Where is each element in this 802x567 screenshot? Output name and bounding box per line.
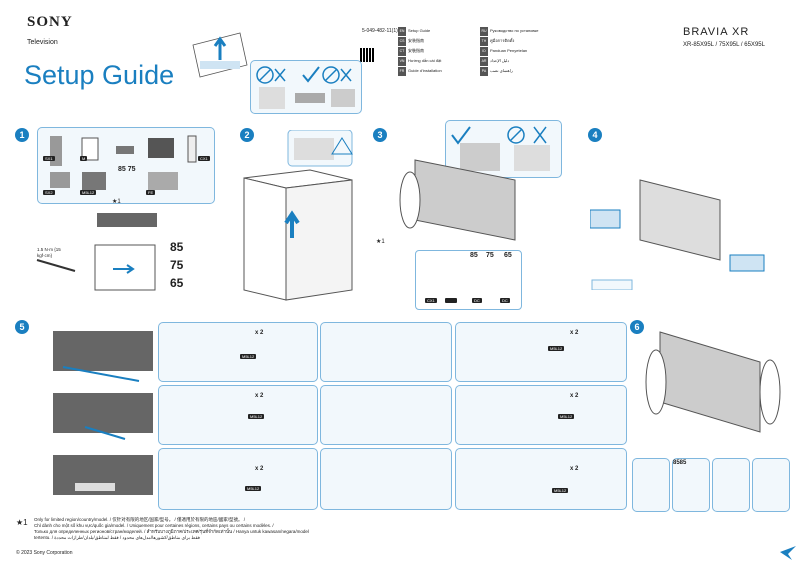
soundbar-illustration	[36, 213, 157, 291]
step5-row1-left	[158, 322, 318, 382]
screw-label-3: M5L12	[248, 414, 265, 419]
size-85: 85	[170, 240, 184, 254]
step4-stand-removal	[590, 179, 765, 290]
step6-tv-upright	[645, 331, 781, 433]
step5-row1-center	[320, 322, 452, 382]
step3-label-dc-1: DC	[472, 298, 482, 303]
step6-detail-3	[712, 458, 750, 512]
footnote-mark: ★1	[16, 518, 28, 527]
size-75: 75	[170, 258, 184, 272]
step6-size-label: 8585	[673, 460, 687, 466]
footnote-mark-step3: ★1	[376, 239, 385, 245]
step5-row3-right	[455, 448, 627, 510]
step6-detail-1	[632, 458, 670, 512]
label-sx2: SX2	[43, 190, 55, 195]
label-m5l12: M5L12	[80, 190, 97, 195]
step-3-badge: 3	[373, 128, 387, 142]
multiplier-2: x 2	[570, 330, 579, 336]
step-6-badge: 6	[630, 320, 644, 334]
step5-row2-center	[320, 385, 452, 445]
size-65: 65	[170, 276, 184, 290]
step-5-badge: 5	[15, 320, 29, 334]
box-lift-illustration	[192, 32, 248, 78]
step5-stand-positions	[53, 331, 153, 495]
multiplier-6: x 2	[570, 466, 579, 472]
step3-size-85: 85	[470, 252, 478, 259]
accessories-panel: SX1 M CX1 SX2 M5L12 FE 85 75	[37, 127, 215, 204]
model-numbers: XR-85X95L / 75X95L / 65X95L	[683, 42, 765, 48]
footnote-mark-step1: ★1	[112, 199, 121, 205]
multiplier-5: x 2	[255, 466, 264, 472]
label-sx1: SX1	[43, 156, 55, 161]
copyright: © 2023 Sony Corporation	[16, 550, 73, 556]
screw-label-2: M5L12	[548, 346, 565, 351]
screw-label-1: M5L12	[240, 354, 257, 359]
product-line: BRAVIA XR	[683, 26, 750, 38]
size-inline: 85 75	[118, 166, 136, 173]
step-2-badge: 2	[240, 128, 254, 142]
multiplier-1: x 2	[255, 330, 264, 336]
qr-code	[360, 48, 374, 62]
step5-row2-left	[158, 385, 318, 445]
step3-size-65: 65	[504, 252, 512, 259]
document-number: 5-049-482-11(1)	[362, 28, 398, 34]
footnote-text: Only for limited region/country/model. /…	[34, 517, 309, 540]
category-label: Television	[27, 39, 58, 46]
page-title: Setup Guide	[24, 60, 175, 90]
step3-size-75: 75	[486, 252, 494, 259]
size-list-step1: 85 75 65	[170, 238, 183, 292]
multiplier-3: x 2	[255, 393, 264, 399]
step3-label-dc-2: DC	[500, 298, 510, 303]
step-1-badge: 1	[15, 128, 29, 142]
caution-panel	[250, 60, 362, 114]
screw-label-5: M5L12	[245, 486, 262, 491]
corner-bird-icon	[780, 546, 796, 560]
step3-label-blank	[445, 298, 457, 303]
step-4-badge: 4	[588, 128, 602, 142]
step5-row1-right	[455, 322, 627, 382]
brand-logo: SONY	[27, 14, 73, 30]
step5-row3-center	[320, 448, 452, 510]
label-cx1: CX1	[198, 156, 210, 161]
screw-torque-note: 1.5 N·m {15 kgf·cm}	[37, 247, 61, 258]
step2-unbox-illustration	[243, 130, 353, 301]
step6-detail-2	[672, 458, 710, 512]
label-fe: FE	[146, 190, 156, 195]
step3-handling-panel	[445, 120, 562, 178]
step3-tv-illustration	[399, 159, 516, 241]
label-m: M	[80, 156, 88, 161]
screw-label-4: M5L12	[558, 414, 575, 419]
step6-detail-4	[752, 458, 790, 512]
step3-stand-options	[415, 250, 522, 310]
screw-label-6: M5L12	[552, 488, 569, 493]
step3-label-cx1: CX1	[425, 298, 437, 303]
step5-row2-right	[455, 385, 627, 445]
step5-row3-left	[158, 448, 318, 510]
multiplier-4: x 2	[570, 393, 579, 399]
